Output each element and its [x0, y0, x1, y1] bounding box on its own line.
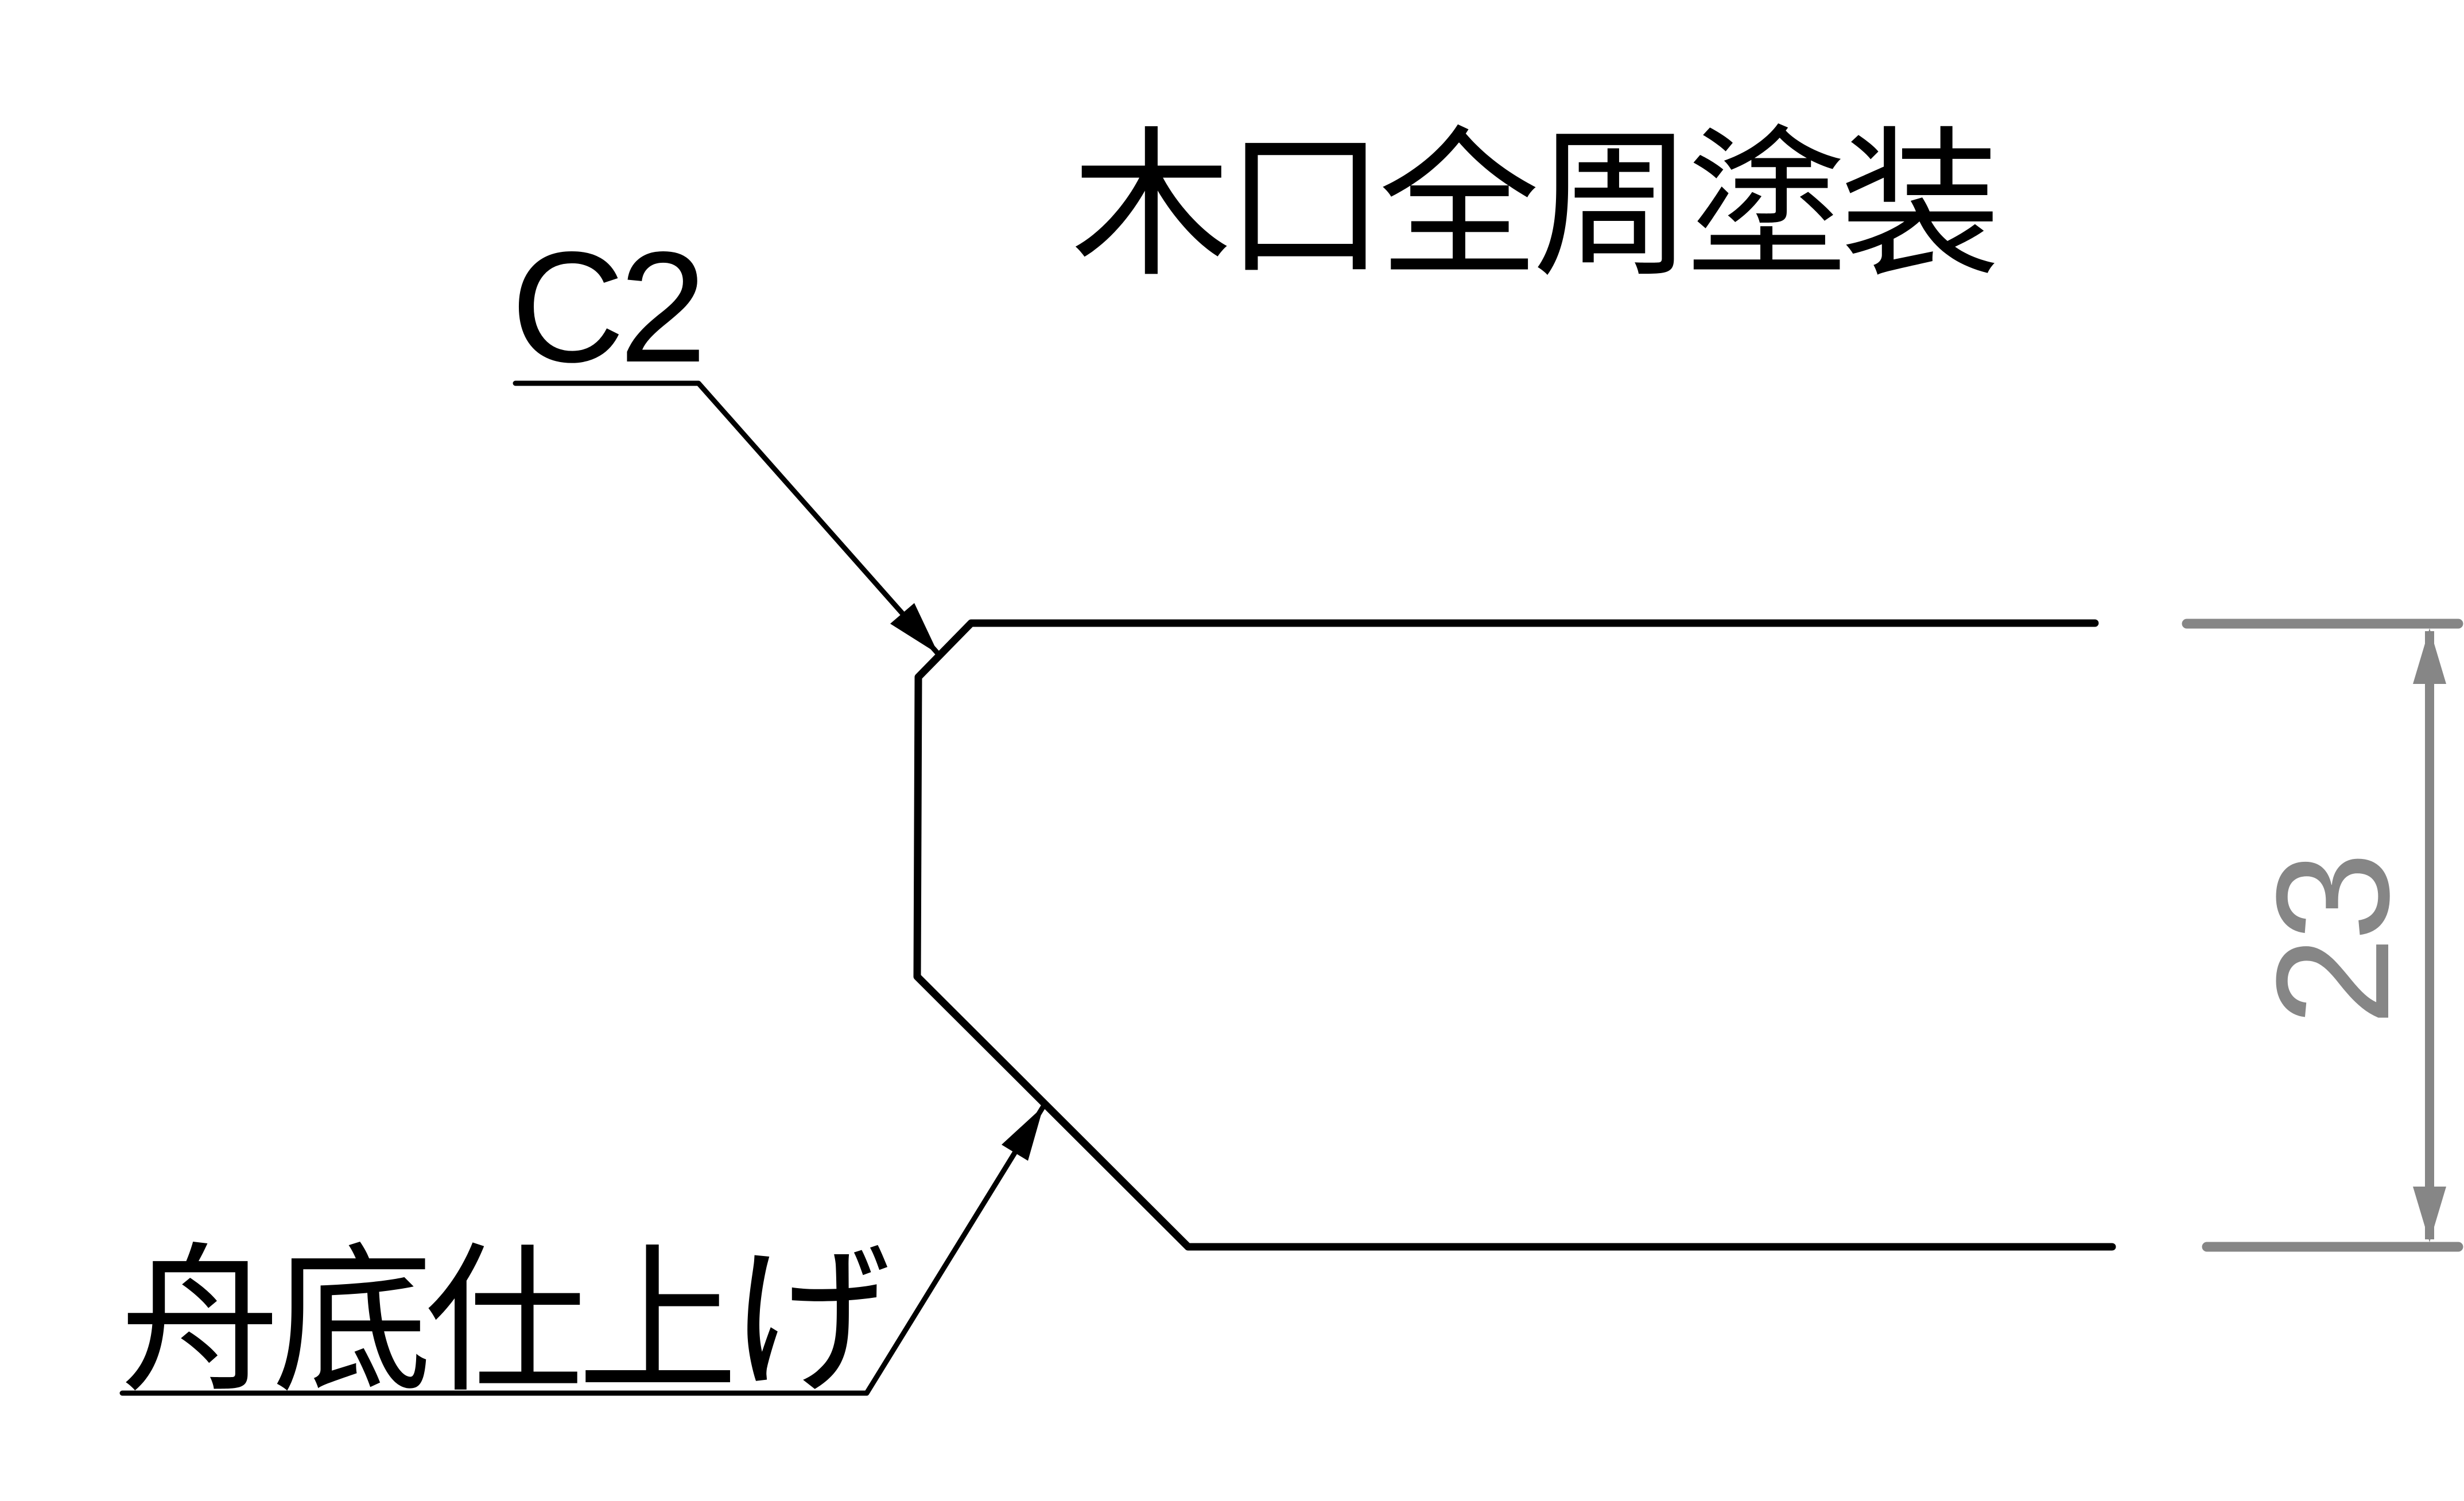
dimension-value: 23	[2244, 856, 2423, 1025]
chamfer-label: C2	[511, 219, 701, 395]
chamfer-leader-arrowhead-icon	[890, 603, 938, 654]
drawing-title: 木口全周塗装	[1071, 116, 1996, 295]
finish-leader-line	[119, 1103, 1046, 1396]
dimension-arrowhead-up-icon	[2413, 628, 2446, 684]
edge-profile-outline	[913, 619, 2116, 1251]
dimension-arrowhead-down-icon	[2413, 1187, 2446, 1242]
finish-label: 舟底仕上げ	[119, 1232, 888, 1411]
finish-leader-arrowhead-icon	[1002, 1106, 1043, 1161]
chamfer-leader-line	[513, 380, 941, 657]
